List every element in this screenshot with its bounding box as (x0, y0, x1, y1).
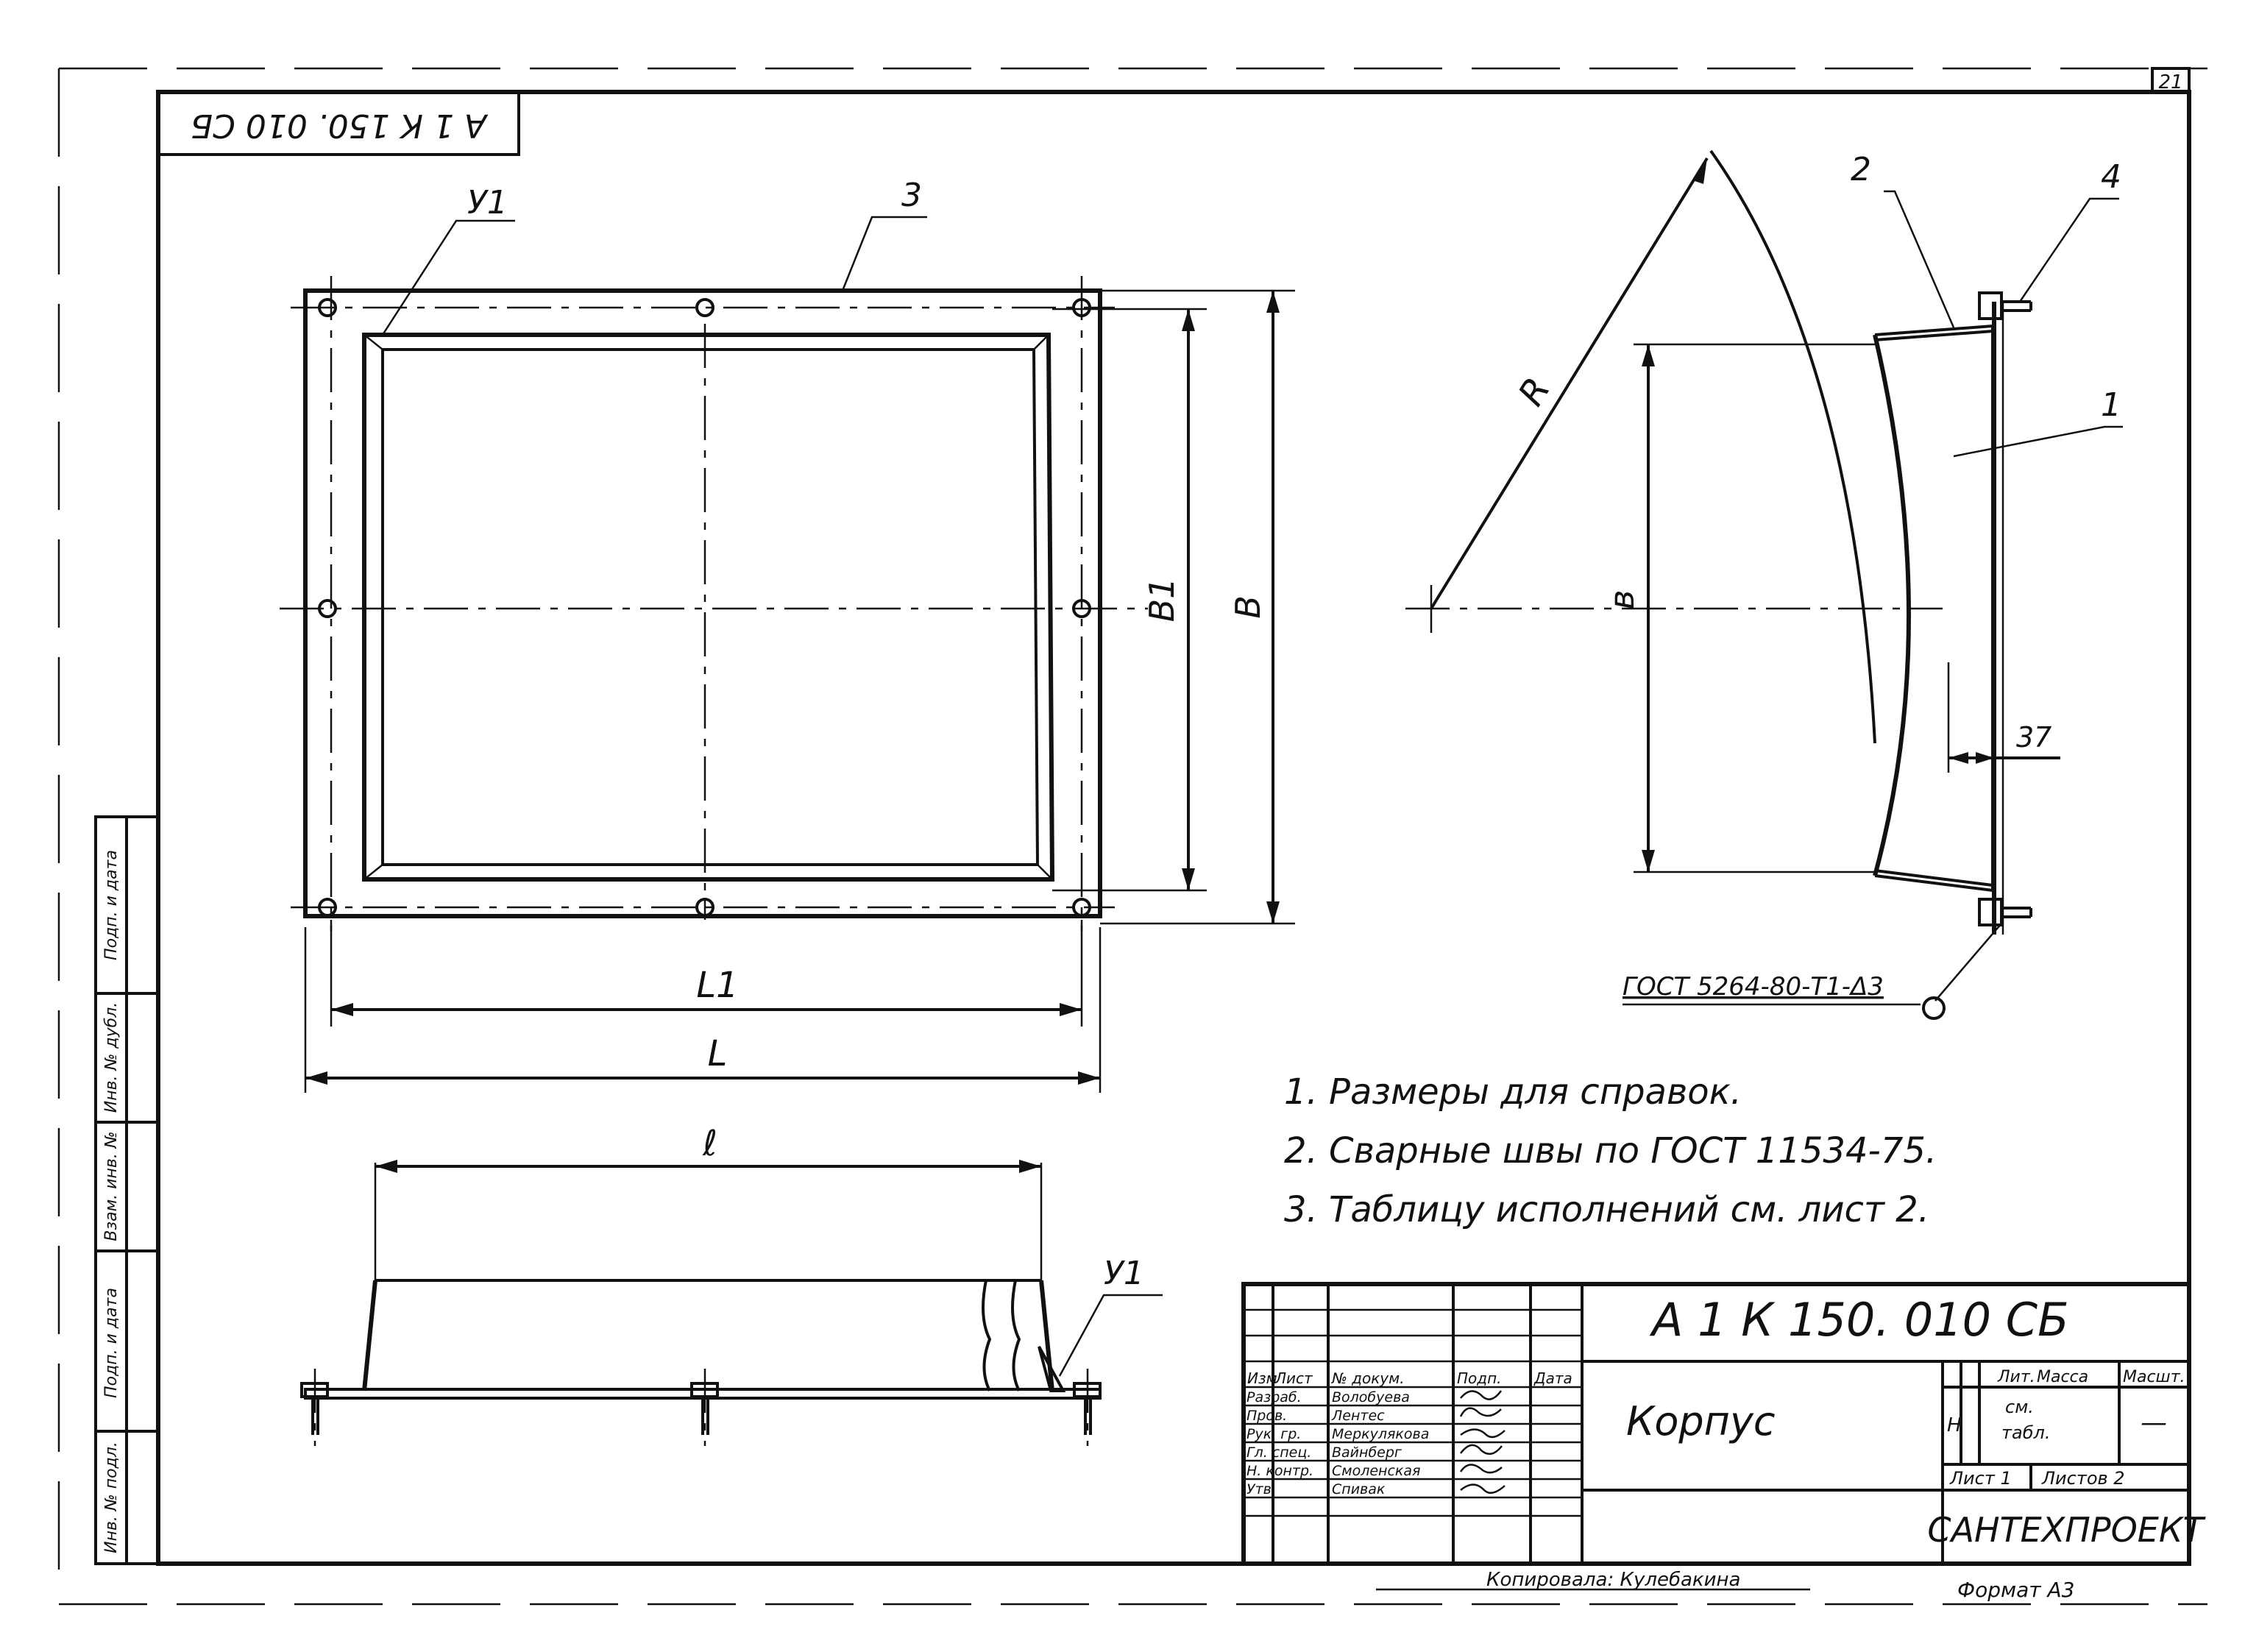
callout-3: 3 (901, 177, 922, 214)
title-block: Изм Лист № докум. Подп. Дата Разраб. Вол… (1241, 1282, 2207, 1566)
tb-scale-label: Масшт. (2123, 1368, 2185, 1386)
bolt-hole (318, 898, 337, 917)
tb-person-5: Смоленская (1332, 1463, 1420, 1479)
rotated-code-box (157, 91, 520, 156)
dim-B: В (1228, 595, 1268, 619)
notes: 1. Размеры для справок. 2. Сварные швы п… (1284, 1071, 1937, 1230)
tb-person-1: Волобуева (1332, 1389, 1410, 1405)
note-1: 1. Размеры для справок. (1284, 1071, 1742, 1113)
bottom-view: ℓ У1 (300, 1123, 1163, 1446)
side-stamp-2: Подп. и дата (102, 1288, 121, 1398)
dim-B1: В1 (1142, 578, 1182, 623)
tb-header-izm: Изм (1247, 1369, 1277, 1387)
bolt-hole (695, 898, 714, 917)
sheet-number-box (2151, 67, 2191, 93)
tb-sheets-label: Листов 2 (2041, 1468, 2125, 1489)
tb-mass-label: Масса (2037, 1368, 2088, 1386)
signatures (1459, 1390, 1506, 1495)
tb-lit-label: Лит. (1997, 1368, 2035, 1386)
tb-org: САНТЕХПРОЕКТ (1927, 1510, 2206, 1550)
tb-role-3: Рук. гр. (1246, 1426, 1301, 1442)
callout-4: 4 (2101, 158, 2121, 196)
bolt-hole (1072, 599, 1091, 618)
dim-b: в (1602, 589, 1642, 609)
callout-1: 1 (2101, 386, 2121, 424)
side-stamp-5: Подп. и дата (102, 850, 121, 960)
tb-person-6: Спивак (1332, 1481, 1386, 1497)
bolt-hole (1072, 298, 1091, 317)
tb-role-6: Утв. (1246, 1481, 1276, 1497)
tb-person-3: Меркулякова (1332, 1426, 1429, 1442)
tb-person-2: Лентес (1331, 1408, 1385, 1424)
tb-person-4: Вайнберг (1332, 1444, 1402, 1461)
body-opening-inner (381, 348, 1040, 866)
tb-mass-value-1: см. (2005, 1397, 2034, 1417)
bolt-hole (695, 298, 714, 317)
tb-sheet-label: Лист 1 (1949, 1468, 2012, 1489)
side-view: R в 37 1 2 4 ГОСТ 5264-80-Т1-Δ3 (1405, 149, 2123, 1020)
dim-L: L (708, 1033, 728, 1074)
callout-y1-top: У1 (467, 184, 508, 221)
weld-note: ГОСТ 5264-80-Т1-Δ3 (1623, 972, 1884, 1002)
rotated-code: А 1 К 150. 010 СБ (191, 107, 489, 144)
tb-role-1: Разраб. (1246, 1389, 1302, 1405)
callout-y1-bottom: У1 (1104, 1255, 1144, 1292)
tb-mass-value-2: табл. (2001, 1422, 2050, 1443)
side-stamp-4: Инв. № дубл. (102, 1002, 121, 1113)
note-3: 3. Таблицу исполнений см. лист 2. (1284, 1189, 1929, 1230)
tb-header-ndoc: № докум. (1331, 1369, 1405, 1387)
tb-name: Корпус (1626, 1398, 1776, 1444)
footer-format: Формат А3 (1957, 1578, 2074, 1602)
body-opening-outer (362, 333, 1055, 882)
tb-designation: А 1 К 150. 010 СБ (1649, 1293, 2069, 1347)
bolt-hole (1072, 898, 1091, 917)
dim-L1: L1 (696, 965, 738, 1006)
tb-header-list: Лист (1274, 1369, 1313, 1387)
tb-role-2: Пров. (1246, 1408, 1287, 1424)
dim-R: R (1511, 370, 1558, 413)
tb-header-podp: Подп. (1457, 1369, 1502, 1387)
front-view: 3 У1 В1 В L1 L (280, 177, 1295, 1093)
tb-role-4: Гл. спец. (1246, 1444, 1311, 1461)
flange-outline (303, 288, 1102, 918)
dim-l: ℓ (702, 1123, 717, 1164)
note-2: 2. Сварные швы по ГОСТ 11534-75. (1284, 1130, 1937, 1171)
side-stamp: Инв. № подл. Подп. и дата Взам. инв. № И… (94, 815, 160, 1565)
side-stamp-1: Инв. № подл. (102, 1442, 121, 1553)
body-curved-wall (1873, 334, 1911, 876)
dim-37: 37 (2016, 721, 2051, 754)
tb-header-data: Дата (1533, 1369, 1572, 1387)
tb-role-5: Н. контр. (1246, 1463, 1313, 1479)
side-stamp-3: Взам. инв. № (102, 1131, 121, 1241)
bolt-hole (318, 599, 337, 618)
sheet-number: 21 (2158, 71, 2182, 93)
footer-copied: Копировала: Кулебакина (1486, 1569, 1740, 1591)
tb-scale-value: — (2141, 1408, 2167, 1438)
tb-lit-value: Н (1947, 1414, 1962, 1436)
bolt-hole (318, 298, 337, 317)
callout-2: 2 (1851, 151, 1871, 188)
radius-arc-upper (1709, 149, 1876, 744)
